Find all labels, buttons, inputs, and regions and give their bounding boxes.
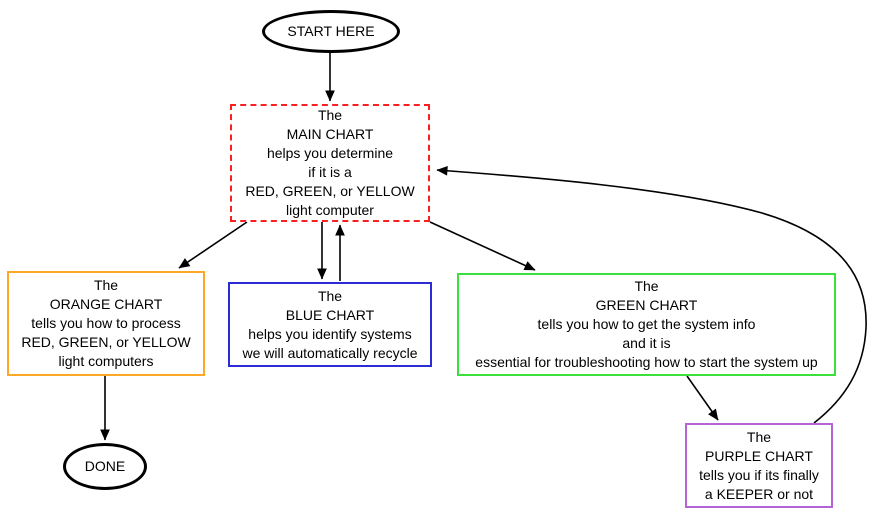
edge-green-to-purple (686, 375, 719, 421)
node-blue-chart-label: The BLUE CHART helps you identify system… (242, 287, 418, 361)
node-done: DONE (63, 443, 147, 490)
node-purple-chart-label: The PURPLE CHART tells you if its finall… (699, 428, 819, 502)
edge-main-to-orange (178, 221, 248, 269)
node-purple-chart: The PURPLE CHART tells you if its finall… (685, 423, 833, 508)
node-main-chart-label: The MAIN CHART helps you determine if it… (245, 107, 415, 218)
node-blue-chart: The BLUE CHART helps you identify system… (228, 282, 432, 367)
node-orange-chart: The ORANGE CHART tells you how to proces… (7, 271, 205, 376)
node-green-chart: The GREEN CHART tells you how to get the… (457, 273, 836, 376)
node-orange-chart-label: The ORANGE CHART tells you how to proces… (21, 277, 191, 369)
node-start-here: START HERE (262, 10, 400, 53)
node-start-here-label: START HERE (287, 23, 375, 39)
edge-main-to-green (429, 221, 536, 271)
edge-purple-to-main (436, 165, 867, 424)
node-main-chart: The MAIN CHART helps you determine if it… (230, 104, 430, 222)
node-done-label: DONE (84, 458, 126, 474)
node-green-chart-label: The GREEN CHART tells you how to get the… (475, 278, 818, 370)
